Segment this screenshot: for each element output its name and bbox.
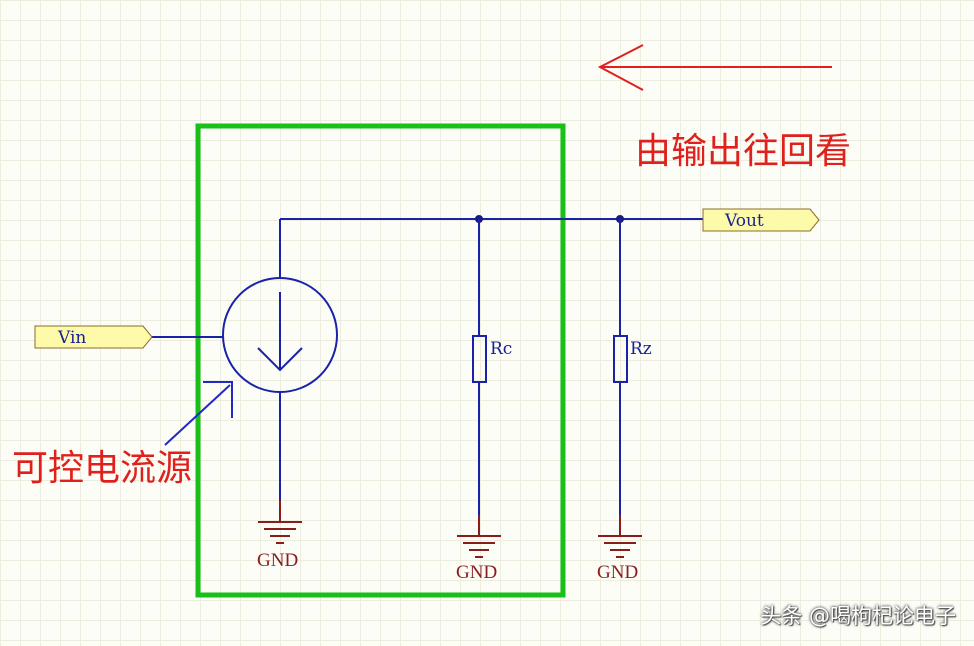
watermark: 头条 @喝枸杞论电子	[760, 604, 956, 628]
gnd-label: GND	[257, 550, 298, 571]
rc-label: Rc	[490, 339, 512, 359]
vout-port: Vout	[702, 208, 820, 232]
gnd-label: GND	[456, 562, 497, 583]
resistor-rc	[472, 335, 487, 383]
vout-label: Vout	[724, 211, 764, 231]
direction-note: 由输出往回看	[635, 131, 851, 172]
gnd-label: GND	[597, 562, 638, 583]
source-note: 可控电流源	[12, 448, 192, 489]
ground-symbol	[598, 515, 642, 558]
current-source-box	[195, 123, 566, 598]
direction-arrow	[597, 44, 832, 91]
ground-symbol	[258, 500, 302, 544]
source-pointer-arrow	[164, 381, 233, 446]
rz-label: Rz	[630, 339, 652, 359]
controlled-current-source	[222, 277, 338, 393]
vin-label: Vin	[57, 328, 86, 348]
ground-symbol	[457, 515, 501, 558]
resistor-rz	[613, 335, 628, 383]
vin-port: Vin	[34, 325, 153, 349]
